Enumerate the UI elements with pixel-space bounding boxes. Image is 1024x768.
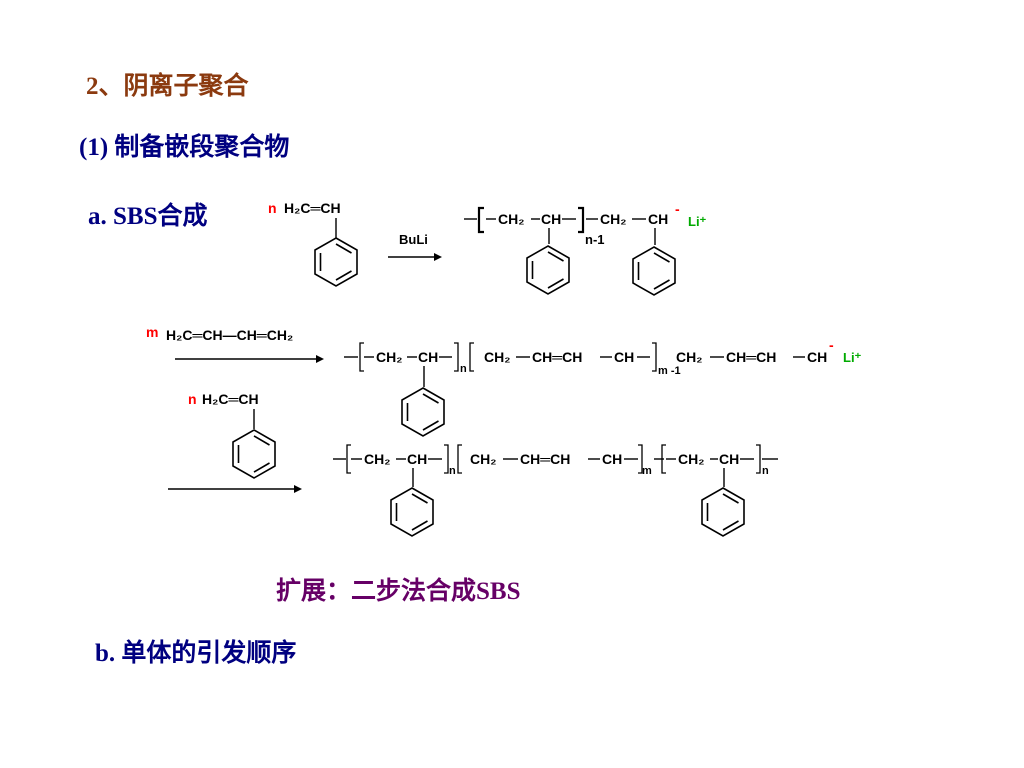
step2-repeat-1: n bbox=[460, 363, 467, 375]
step1-counterion: Li⁺ bbox=[688, 214, 707, 229]
step3-monomer: n H₂C═CH bbox=[168, 391, 302, 493]
step1-group-3: CH₂ bbox=[600, 211, 626, 227]
step1-arrow: BuLi bbox=[388, 232, 442, 261]
step2-group-7: CH═CH bbox=[726, 349, 776, 365]
benzene-ring-icon bbox=[632, 246, 676, 296]
step2-charge: - bbox=[829, 337, 834, 353]
step2-product: CH₂ CH n CH₂ CH═CH CH m -1 CH₂ CH═CH CH … bbox=[344, 337, 862, 437]
step3-group-2: CH bbox=[407, 451, 427, 467]
step2-group-4: CH═CH bbox=[532, 349, 582, 365]
step1-monomer-formula: H₂C═CH bbox=[284, 200, 341, 216]
extension-note: 扩展：二步法合成SBS bbox=[276, 578, 521, 605]
benzene-ring-icon bbox=[401, 387, 445, 437]
step1-product: CH₂ CH n-1 CH₂ CH - Li⁺ bbox=[464, 201, 707, 296]
step3-group-7: CH bbox=[719, 451, 739, 467]
item-a-title: a. SBS合成 bbox=[88, 203, 208, 230]
step1-charge: - bbox=[675, 201, 680, 217]
benzene-ring-icon bbox=[390, 487, 434, 537]
step2-group-2: CH bbox=[418, 349, 438, 365]
step1-monomer: n H₂C═CH bbox=[268, 200, 358, 287]
step3-repeat-1: n bbox=[449, 465, 456, 477]
step2-monomer-formula: H₂C═CH—CH═CH₂ bbox=[166, 327, 293, 343]
step3-group-6: CH₂ bbox=[678, 451, 704, 467]
benzene-ring-icon bbox=[232, 429, 276, 479]
step3-group-5: CH bbox=[602, 451, 622, 467]
step2-group-5: CH bbox=[614, 349, 634, 365]
step2-repeat-2: m -1 bbox=[658, 365, 681, 377]
benzene-ring-icon bbox=[701, 487, 745, 537]
section-title: 2、阴离子聚合 bbox=[86, 73, 249, 100]
step2-coefficient: m bbox=[146, 324, 158, 340]
benzene-ring-icon bbox=[314, 237, 358, 287]
step2-group-8: CH bbox=[807, 349, 827, 365]
step3-product: CH₂ CH n CH₂ CH═CH CH m CH₂ CH n bbox=[333, 444, 778, 537]
step1-group-1: CH₂ bbox=[498, 211, 524, 227]
step1-repeat: n-1 bbox=[585, 232, 605, 247]
step2-counterion: Li⁺ bbox=[843, 350, 862, 365]
step3-coefficient: n bbox=[188, 391, 197, 407]
benzene-ring-icon bbox=[526, 245, 570, 295]
item-b-title: b. 单体的引发顺序 bbox=[95, 640, 297, 667]
step3-group-4: CH═CH bbox=[520, 451, 570, 467]
step1-group-2: CH bbox=[541, 211, 561, 227]
step1-coefficient: n bbox=[268, 200, 277, 216]
step2-group-3: CH₂ bbox=[484, 349, 510, 365]
step2-group-1: CH₂ bbox=[376, 349, 402, 365]
step3-group-3: CH₂ bbox=[470, 451, 496, 467]
step2-monomer: m H₂C═CH—CH═CH₂ bbox=[146, 324, 324, 363]
step3-repeat-2: m bbox=[642, 465, 652, 477]
step3-repeat-3: n bbox=[762, 465, 769, 477]
step3-monomer-formula: H₂C═CH bbox=[202, 391, 259, 407]
step2-group-6: CH₂ bbox=[676, 349, 702, 365]
subsection-title: (1) 制备嵌段聚合物 bbox=[79, 134, 290, 161]
step1-group-4: CH bbox=[648, 211, 668, 227]
step3-group-1: CH₂ bbox=[364, 451, 390, 467]
step1-reagent: BuLi bbox=[399, 232, 428, 247]
